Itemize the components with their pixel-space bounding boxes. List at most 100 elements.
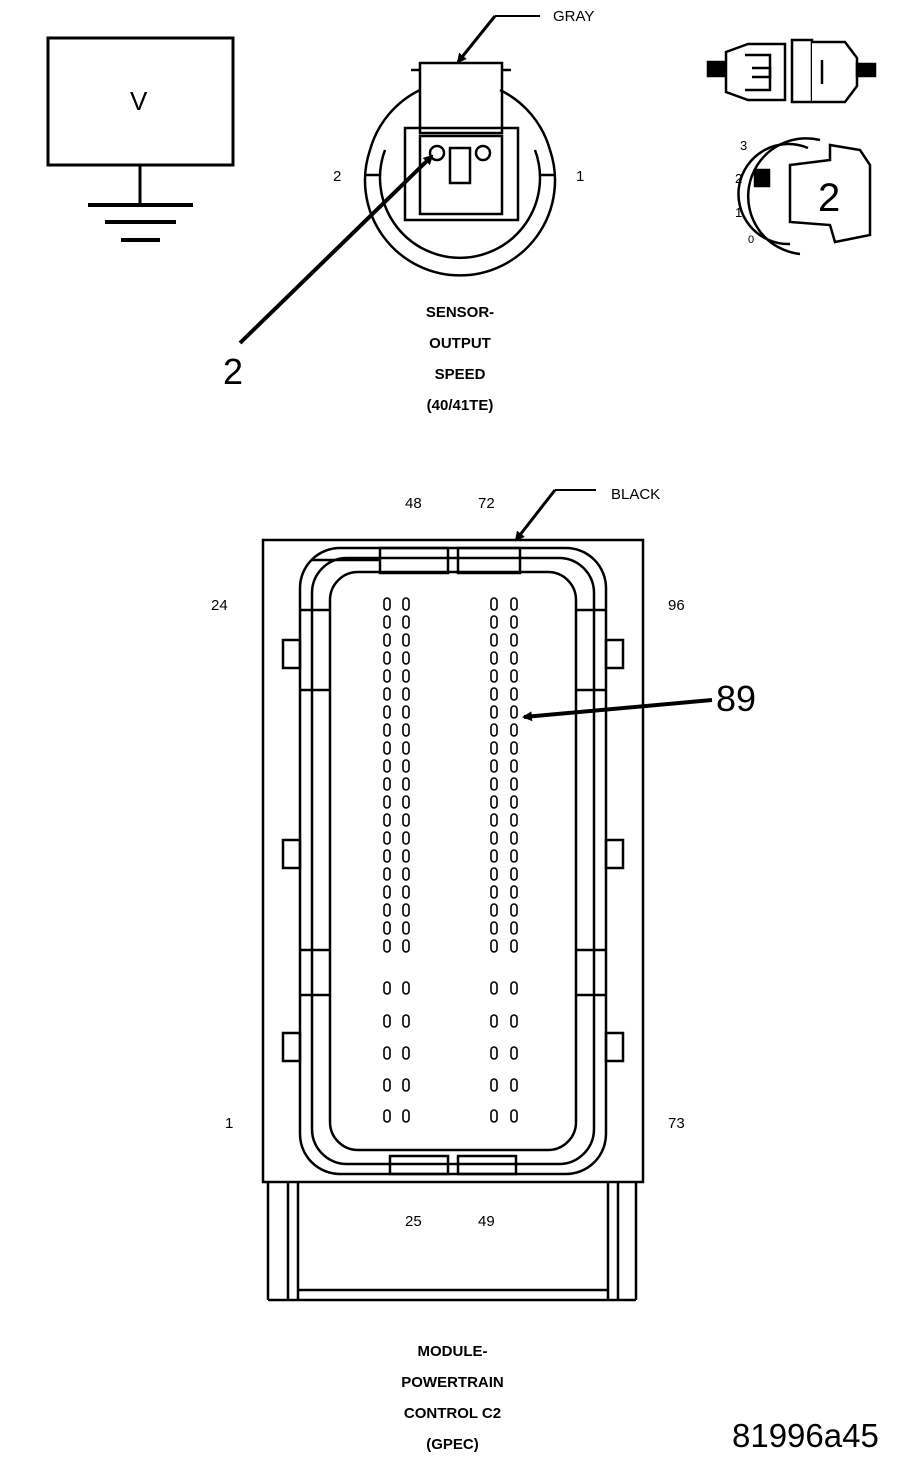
pcm-caption-line: CONTROL C2 — [403, 1405, 502, 1422]
pin-cavity — [383, 597, 391, 611]
pin-cavity — [490, 831, 498, 845]
pin-cavity — [510, 1078, 518, 1092]
pin-cavity — [490, 903, 498, 917]
pin-cavity — [383, 741, 391, 755]
probe-scale-2: 2 — [735, 171, 743, 186]
pin-cavity — [383, 669, 391, 683]
pcm-connector-drawing — [261, 538, 645, 1302]
pin-cavity — [490, 597, 498, 611]
pin-cavity — [490, 867, 498, 881]
pin-cavity — [402, 981, 410, 995]
pin-cavity — [402, 615, 410, 629]
pcm-pin-73-label: 73 — [668, 1115, 685, 1132]
pin-cavity — [490, 981, 498, 995]
pin-cavity — [510, 867, 518, 881]
pcm-pin-cavities — [383, 597, 518, 1123]
pin-cavity — [383, 849, 391, 863]
pin-cavity — [510, 633, 518, 647]
pin-cavity — [383, 813, 391, 827]
figure-id: 81996a45 — [732, 1417, 879, 1454]
pin-cavity — [510, 615, 518, 629]
sensor-caption-line: OUTPUT — [429, 335, 491, 352]
pin-cavity — [510, 885, 518, 899]
pin-cavity — [490, 651, 498, 665]
pin-cavity — [383, 759, 391, 773]
pin-cavity — [510, 741, 518, 755]
pin-cavity — [402, 723, 410, 737]
sensor-caption-line: SENSOR- — [425, 304, 495, 321]
pin-cavity — [510, 921, 518, 935]
pcm-pin-48-label: 48 — [405, 495, 422, 512]
pin-cavity — [510, 723, 518, 737]
pcm-pin-callout-arrow — [522, 698, 713, 722]
pin-cavity — [490, 849, 498, 863]
pin-cavity — [402, 597, 410, 611]
pin-cavity — [402, 867, 410, 881]
pin-cavity — [402, 741, 410, 755]
pin-cavity — [383, 777, 391, 791]
pcm-caption-line: MODULE- — [417, 1343, 488, 1360]
pin-cavity — [383, 705, 391, 719]
pin-cavity — [383, 867, 391, 881]
pin-cavity — [383, 633, 391, 647]
pin-cavity — [510, 687, 518, 701]
pin-cavity — [402, 1046, 410, 1060]
pcm-caption-line: (GPEC) — [426, 1436, 479, 1453]
pin-cavity — [383, 921, 391, 935]
voltmeter-icon — [46, 36, 235, 242]
sensor-connector-drawing — [363, 61, 557, 277]
pcm-pin-1-label: 1 — [225, 1115, 234, 1132]
pin-cavity — [402, 921, 410, 935]
pin-cavity — [490, 885, 498, 899]
terminal-position-icon — [737, 137, 872, 256]
pin-cavity — [510, 1109, 518, 1123]
probe-scale-3: 3 — [740, 138, 748, 153]
pin-cavity — [510, 795, 518, 809]
pin-cavity — [510, 705, 518, 719]
pin-cavity — [490, 1046, 498, 1060]
pin-cavity — [510, 669, 518, 683]
pin-cavity — [510, 981, 518, 995]
pin-cavity — [510, 777, 518, 791]
pin-cavity — [383, 795, 391, 809]
probe-scale-1: 1 — [735, 205, 743, 220]
sensor-caption-line: SPEED — [434, 366, 486, 383]
pcm-pin-96-label: 96 — [668, 597, 685, 614]
pcm-connector-color-label: BLACK — [611, 486, 661, 503]
pin-cavity — [383, 615, 391, 629]
pin-cavity — [402, 1014, 410, 1028]
pin-cavity — [402, 669, 410, 683]
pin-cavity — [490, 1078, 498, 1092]
pin-cavity — [490, 705, 498, 719]
pin-cavity — [490, 795, 498, 809]
pcm-connector-caption: MODULE- POWERTRAIN CONTROL C2 (GPEC) — [360, 1336, 545, 1460]
probe-terminal-icon — [706, 38, 877, 104]
pcm-pin-24-label: 24 — [211, 597, 228, 614]
pin-cavity — [383, 981, 391, 995]
pcm-pin-49-label: 49 — [478, 1213, 495, 1230]
pcm-pin-72-label: 72 — [478, 495, 495, 512]
sensor-connector-caption: SENSOR- OUTPUT SPEED (40/41TE) — [395, 297, 525, 421]
pin-cavity — [490, 723, 498, 737]
pin-cavity — [383, 831, 391, 845]
pin-cavity — [383, 687, 391, 701]
pcm-pin-25-label: 25 — [405, 1213, 422, 1230]
pin-cavity — [510, 831, 518, 845]
pin-cavity — [402, 705, 410, 719]
pin-cavity — [402, 687, 410, 701]
sensor-callout-number: 2 — [223, 351, 244, 392]
pin-cavity — [510, 651, 518, 665]
pin-cavity — [383, 885, 391, 899]
pin-cavity — [510, 597, 518, 611]
pin-cavity — [510, 1014, 518, 1028]
pin-cavity — [402, 813, 410, 827]
pin-cavity — [490, 615, 498, 629]
pin-cavity — [402, 1109, 410, 1123]
pin-cavity — [510, 849, 518, 863]
pin-cavity — [383, 1014, 391, 1028]
sensor-connector-color-label: GRAY — [553, 8, 595, 25]
gray-pointer-arrow — [456, 15, 497, 64]
pin-cavity — [402, 1078, 410, 1092]
pin-cavity — [383, 1078, 391, 1092]
